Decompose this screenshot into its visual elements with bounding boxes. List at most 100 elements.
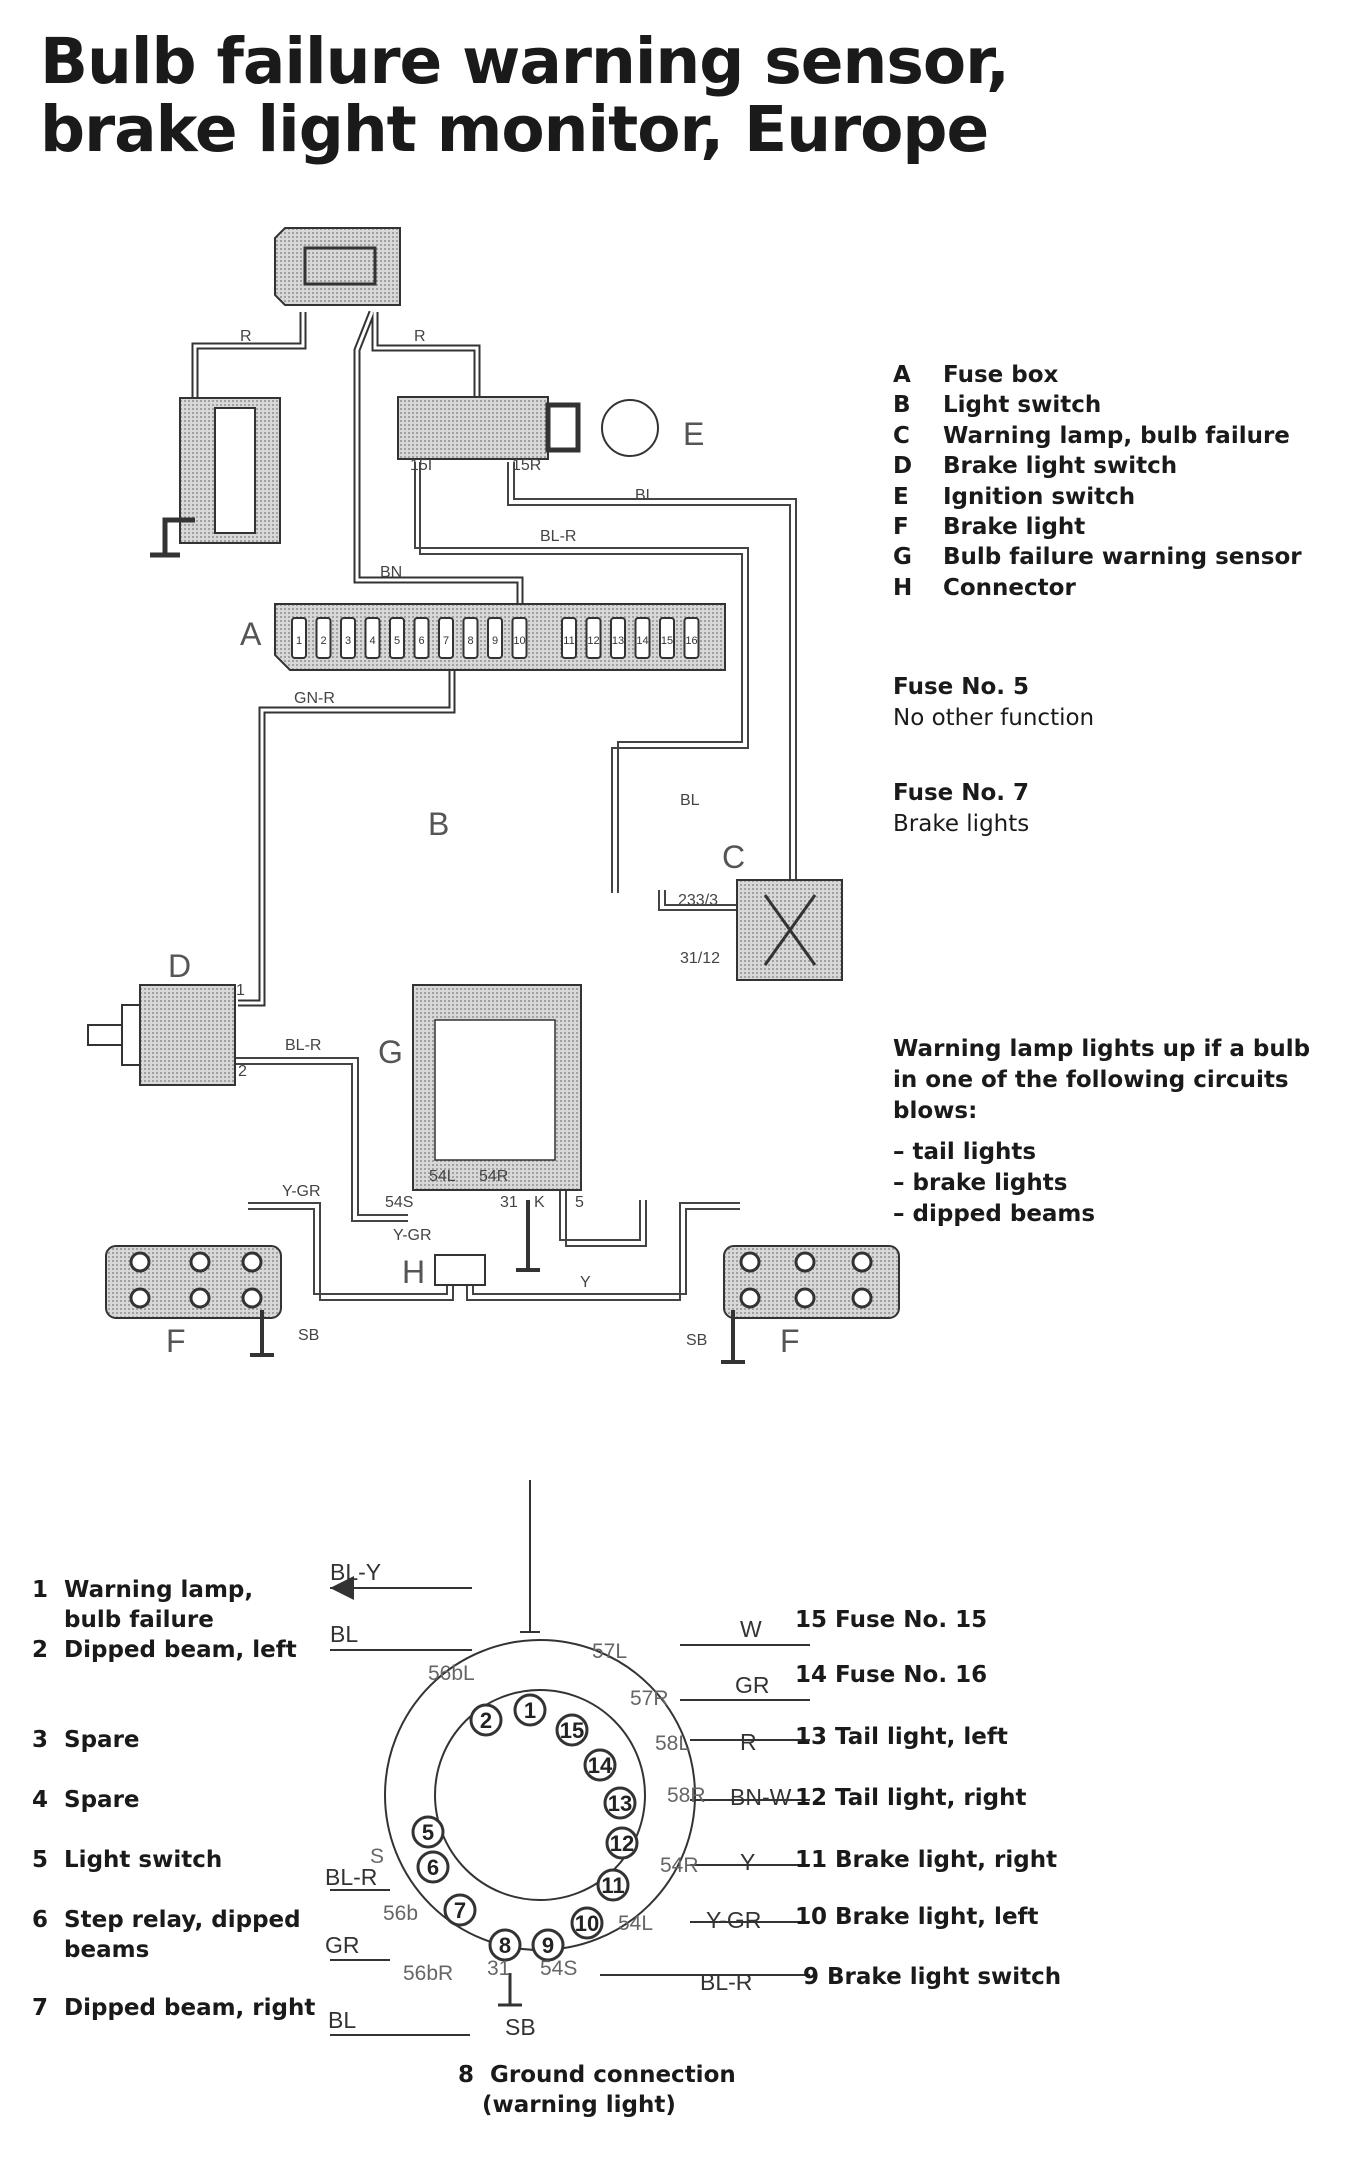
wire-label: BL-R (540, 528, 576, 545)
fuse (315, 617, 332, 659)
svg-text:54S: 54S (540, 1957, 577, 1980)
fuse-number: 8 (467, 635, 473, 647)
fuse (389, 617, 405, 659)
wire-code: GR (325, 1932, 360, 1958)
pin-item: 11 Brake light, right (795, 1847, 1058, 1873)
warning-item: – dipped beams (893, 1201, 1096, 1227)
pin-circle (411, 1815, 445, 1849)
fuse-number: 15 (661, 635, 673, 647)
svg-text:58R: 58R (667, 1784, 706, 1807)
fuse-number: 12 (587, 635, 599, 647)
pin-circle (603, 1786, 637, 1820)
wire-code: Y (740, 1849, 755, 1875)
svg-text:57R: 57R (630, 1687, 669, 1710)
wire-code: W (740, 1616, 762, 1642)
fuse (487, 617, 503, 659)
label-d: D (168, 948, 191, 984)
pin-item: 12 Tail light, right (795, 1785, 1027, 1811)
pin-number: 15 (560, 1718, 584, 1743)
terminal-label: 31/12 (680, 950, 720, 967)
terminal-label: 2 (238, 1063, 247, 1080)
svg-text:31: 31 (487, 1957, 510, 1980)
label-f-left: F (166, 1323, 186, 1359)
fuse-number: 1 (296, 635, 302, 647)
fuse-number: 14 (636, 635, 648, 647)
fuse (659, 617, 675, 659)
fuse (585, 617, 602, 659)
fuse-number: 11 (563, 635, 574, 647)
pin-item: 10 Brake light, left (795, 1904, 1039, 1930)
pin-item: 3 Spare (32, 1727, 140, 1753)
pin-circle (605, 1826, 639, 1860)
svg-text:54R: 54R (660, 1854, 699, 1877)
ground-code: SB (505, 2014, 536, 2040)
pin-number: 7 (454, 1898, 466, 1923)
label-f-right: F (780, 1323, 800, 1359)
terminal-label: 15I (410, 457, 432, 474)
svg-text:54L: 54L (618, 1912, 653, 1935)
svg-text:S: S (370, 1845, 384, 1868)
wire-code: BL-R (700, 1969, 752, 1995)
pin-circle (416, 1850, 450, 1884)
brake-switch-d (139, 984, 236, 1086)
pin-number: 6 (427, 1855, 439, 1880)
wire-label: R (414, 328, 426, 345)
title-line-2: brake light monitor, Europe (40, 93, 989, 166)
wire-label: Y-GR (393, 1227, 432, 1244)
terminal-label: 54S (385, 1194, 413, 1211)
wire-label: SB (686, 1332, 707, 1349)
wire-code: Y-GR (706, 1907, 761, 1933)
pin-circle (488, 1928, 522, 1962)
pin-item: 4 Spare (32, 1787, 140, 1813)
fuse (413, 617, 430, 659)
pin-number: 13 (608, 1791, 632, 1816)
fuse (683, 617, 700, 659)
wire-code: GR (735, 1672, 770, 1698)
terminal-label: 233/3 (678, 892, 718, 909)
pin-list-right: 15 Fuse No. 15 14 Fuse No. 16 13 Tail li… (795, 1605, 1115, 2005)
pin-number: 2 (480, 1708, 492, 1733)
connector-h (434, 1254, 486, 1286)
label-a: A (240, 616, 262, 652)
fuse (511, 617, 528, 659)
terminal-label: 54R (479, 1168, 508, 1185)
svg-text:56bR: 56bR (403, 1962, 453, 1985)
fuse (340, 617, 356, 659)
wire-label: GN-R (294, 690, 335, 707)
fuse-number: 2 (320, 635, 326, 647)
fuse-number: 5 (394, 635, 400, 647)
svg-text:57L: 57L (592, 1640, 627, 1663)
pin-item: 6 Step relay, dipped beams (32, 1907, 301, 1963)
terminal-label: K (534, 1194, 545, 1211)
fuse (291, 617, 307, 659)
pin-number: 10 (575, 1911, 599, 1936)
pin-number: 12 (610, 1831, 634, 1856)
fuse-number: 6 (418, 635, 424, 647)
pin-item: 2 Dipped beam, left (32, 1637, 297, 1663)
warning-note: Warning lamp lights up if a bulb in one … (893, 1034, 1357, 1230)
pin-circle (443, 1893, 477, 1927)
ignition-switch-e (397, 396, 549, 460)
label-c: C (722, 839, 745, 875)
pin-item: 13 Tail light, left (795, 1724, 1008, 1750)
svg-text:56bL: 56bL (428, 1662, 475, 1685)
page-title: Bulb failure warning sensor, brake light… (40, 28, 1010, 166)
pin-number: 1 (524, 1698, 536, 1723)
fuse-number: 7 (443, 635, 449, 647)
wire-label: SB (298, 1327, 319, 1344)
wire-label: Y-GR (282, 1183, 321, 1200)
label-e: E (683, 416, 704, 452)
fuse-number: 3 (345, 635, 351, 647)
terminal-label: 31 (500, 1194, 518, 1211)
pin-number: 8 (499, 1933, 511, 1958)
terminal-label: 5 (575, 1194, 584, 1211)
pin-circle (583, 1748, 617, 1782)
